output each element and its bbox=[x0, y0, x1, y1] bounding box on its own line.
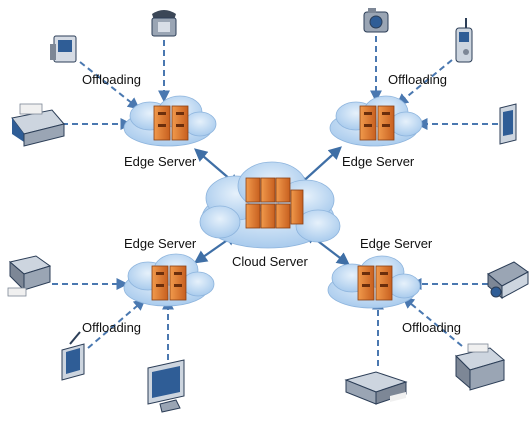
camera-icon bbox=[363, 8, 389, 33]
mobile-phone-icon bbox=[455, 18, 473, 63]
edge-server-se-icon bbox=[357, 265, 393, 301]
offloading-label-se: Offloading bbox=[402, 320, 461, 335]
fax-machine-icon bbox=[11, 103, 65, 147]
telephone-icon bbox=[151, 10, 177, 37]
pen-tablet-icon bbox=[61, 331, 85, 381]
edge-server-label-se: Edge Server bbox=[360, 236, 433, 251]
offloading-label-sw: Offloading bbox=[82, 320, 141, 335]
edge-server-label-sw: Edge Server bbox=[124, 236, 197, 251]
printer-icon bbox=[455, 343, 506, 391]
offloading-label-ne: Offloading bbox=[388, 72, 447, 87]
edge-server-label-ne: Edge Server bbox=[342, 154, 415, 169]
flatbed-scanner-icon bbox=[344, 371, 408, 405]
offloading-arrows bbox=[52, 36, 498, 366]
pda-icon bbox=[50, 35, 77, 63]
monitor-icon bbox=[147, 359, 185, 413]
edge-server-label-nw: Edge Server bbox=[124, 154, 197, 169]
scanner-icon bbox=[7, 255, 52, 297]
tablet-icon bbox=[499, 103, 517, 145]
projector-icon bbox=[487, 261, 529, 300]
edge-server-nw-icon bbox=[153, 105, 189, 141]
cloud-server-label: Cloud Server bbox=[232, 254, 309, 269]
cloud-server-icon bbox=[245, 177, 304, 229]
edge-server-sw-icon bbox=[151, 265, 187, 301]
edge-cloud-sw bbox=[123, 253, 215, 307]
offload-arrow-pen bbox=[87, 298, 146, 349]
offload-arrow-printer bbox=[402, 296, 463, 347]
offload-arrow-pda bbox=[79, 61, 140, 110]
offloading-label-nw: Offloading bbox=[82, 72, 141, 87]
offload-arrow-mobile bbox=[396, 59, 453, 106]
edge-server-ne-icon bbox=[359, 105, 395, 141]
